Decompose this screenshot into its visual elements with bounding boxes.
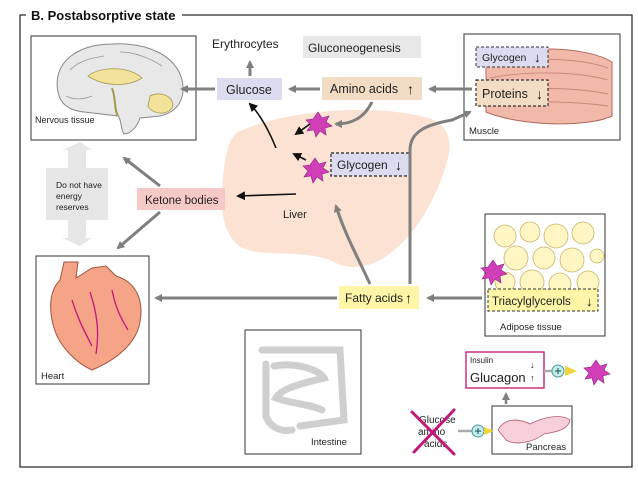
diagram-title: B. Postabsorptive state xyxy=(31,8,176,23)
starburst-glucagon-target xyxy=(583,359,611,386)
yellow-arrow-crossed xyxy=(484,427,494,435)
proteins-label: Proteins xyxy=(482,87,528,101)
triacylglycerols-label: Triacylglycerols xyxy=(492,296,571,308)
flow-arrows xyxy=(116,60,482,302)
ketone-bodies-label: Ketone bodies xyxy=(145,195,219,207)
arrow-fatty-to-liver xyxy=(333,204,372,285)
liver-label: Liver xyxy=(283,209,307,221)
intestine-label: Intestine xyxy=(311,437,347,448)
gluconeogenesis-label: Gluconeogenesis xyxy=(308,41,401,55)
heart-icon xyxy=(50,261,142,371)
fatty-acids-label: Fatty acids xyxy=(345,291,403,305)
fat-cells-icon xyxy=(493,221,605,296)
muscle-label: Muscle xyxy=(469,126,499,137)
amino-acids-label: Amino acids xyxy=(330,82,398,96)
nervous-tissue-label-line1: Nervous tissue xyxy=(35,115,95,125)
heart-label: Heart xyxy=(41,371,65,382)
adipose-tissue-label: Adipose tissue xyxy=(500,322,562,333)
glucose-label: Glucose xyxy=(226,83,272,97)
pancreas-label: Pancreas xyxy=(526,442,566,453)
glycogen-muscle-down-arrow: ↓ xyxy=(534,50,541,65)
energy-reserves-shaft-bottom xyxy=(68,218,86,240)
starbursts xyxy=(302,111,611,386)
gluconeogenesis-bg xyxy=(303,36,421,58)
amino-acids-up-arrow: ↑ xyxy=(407,81,414,97)
title-bg xyxy=(26,4,182,24)
starburst-adipose xyxy=(480,259,508,286)
proteins-down-arrow: ↓ xyxy=(536,86,543,102)
plus-icon-glucagon xyxy=(555,368,561,374)
amino-acids-box xyxy=(322,77,422,100)
liver-internal-arrows xyxy=(236,102,311,201)
triacylglycerols-box xyxy=(487,288,599,312)
crossed-glucose-label: Glucose xyxy=(419,415,456,426)
glycogen-liver-down-arrow: ↓ xyxy=(395,157,402,173)
arrow-ketone-to-nervous xyxy=(122,156,161,188)
glucose-box xyxy=(217,78,282,100)
arrow-fatty-to-muscle xyxy=(408,110,472,284)
starburst-gluconeogenesis xyxy=(305,111,333,138)
arrow-amino-to-liver xyxy=(334,101,374,128)
crossed-acids-label: acids xyxy=(424,439,447,450)
insulin-down-arrow: ↓ xyxy=(530,360,535,370)
intestine-icon xyxy=(258,346,348,434)
insulin-label: Insulin xyxy=(470,356,493,365)
glycogen-muscle-label: Glycogen xyxy=(482,52,527,64)
fatty-acids-box xyxy=(339,286,419,309)
glucagon-box xyxy=(465,351,545,389)
energy-reserves-note-bg xyxy=(46,168,108,220)
yellow-arrow-glucagon xyxy=(565,366,577,376)
proteins-box xyxy=(475,79,549,107)
arrow-liver-glycogenolysis xyxy=(292,153,307,162)
glycogen-muscle-box xyxy=(475,46,549,68)
frame-border xyxy=(19,14,633,468)
no-energy-line1: Do not have xyxy=(56,180,102,190)
fatty-acids-up-arrow: ↑ xyxy=(405,290,412,306)
pancreas-icon xyxy=(497,416,571,444)
glucagon-label: Glucagon xyxy=(470,370,526,385)
triacylglycerols-down-arrow: ↓ xyxy=(586,294,593,309)
arrow-liver-ketone xyxy=(236,191,297,201)
glycogen-liver-label: Glycogen xyxy=(337,158,388,172)
brain-icon xyxy=(56,43,184,135)
arrow-liver-gluconeogenesis xyxy=(294,123,311,136)
arrow-liver-to-glucose xyxy=(248,102,277,149)
erythrocytes-label: Erythrocytes xyxy=(212,37,279,51)
starburst-glycogen-liver xyxy=(302,157,330,184)
ketone-bodies-box xyxy=(137,188,225,210)
cross-out-mark xyxy=(410,408,456,456)
arrow-ketone-to-heart xyxy=(116,210,161,250)
plus-icon-crossed xyxy=(475,428,481,434)
glucagon-up-arrow: ↑ xyxy=(530,373,535,383)
liver-shape xyxy=(221,109,450,267)
no-energy-line2: energy xyxy=(56,191,83,201)
energy-reserves-shaft-top xyxy=(68,148,86,170)
no-energy-line3: reserves xyxy=(56,202,89,212)
